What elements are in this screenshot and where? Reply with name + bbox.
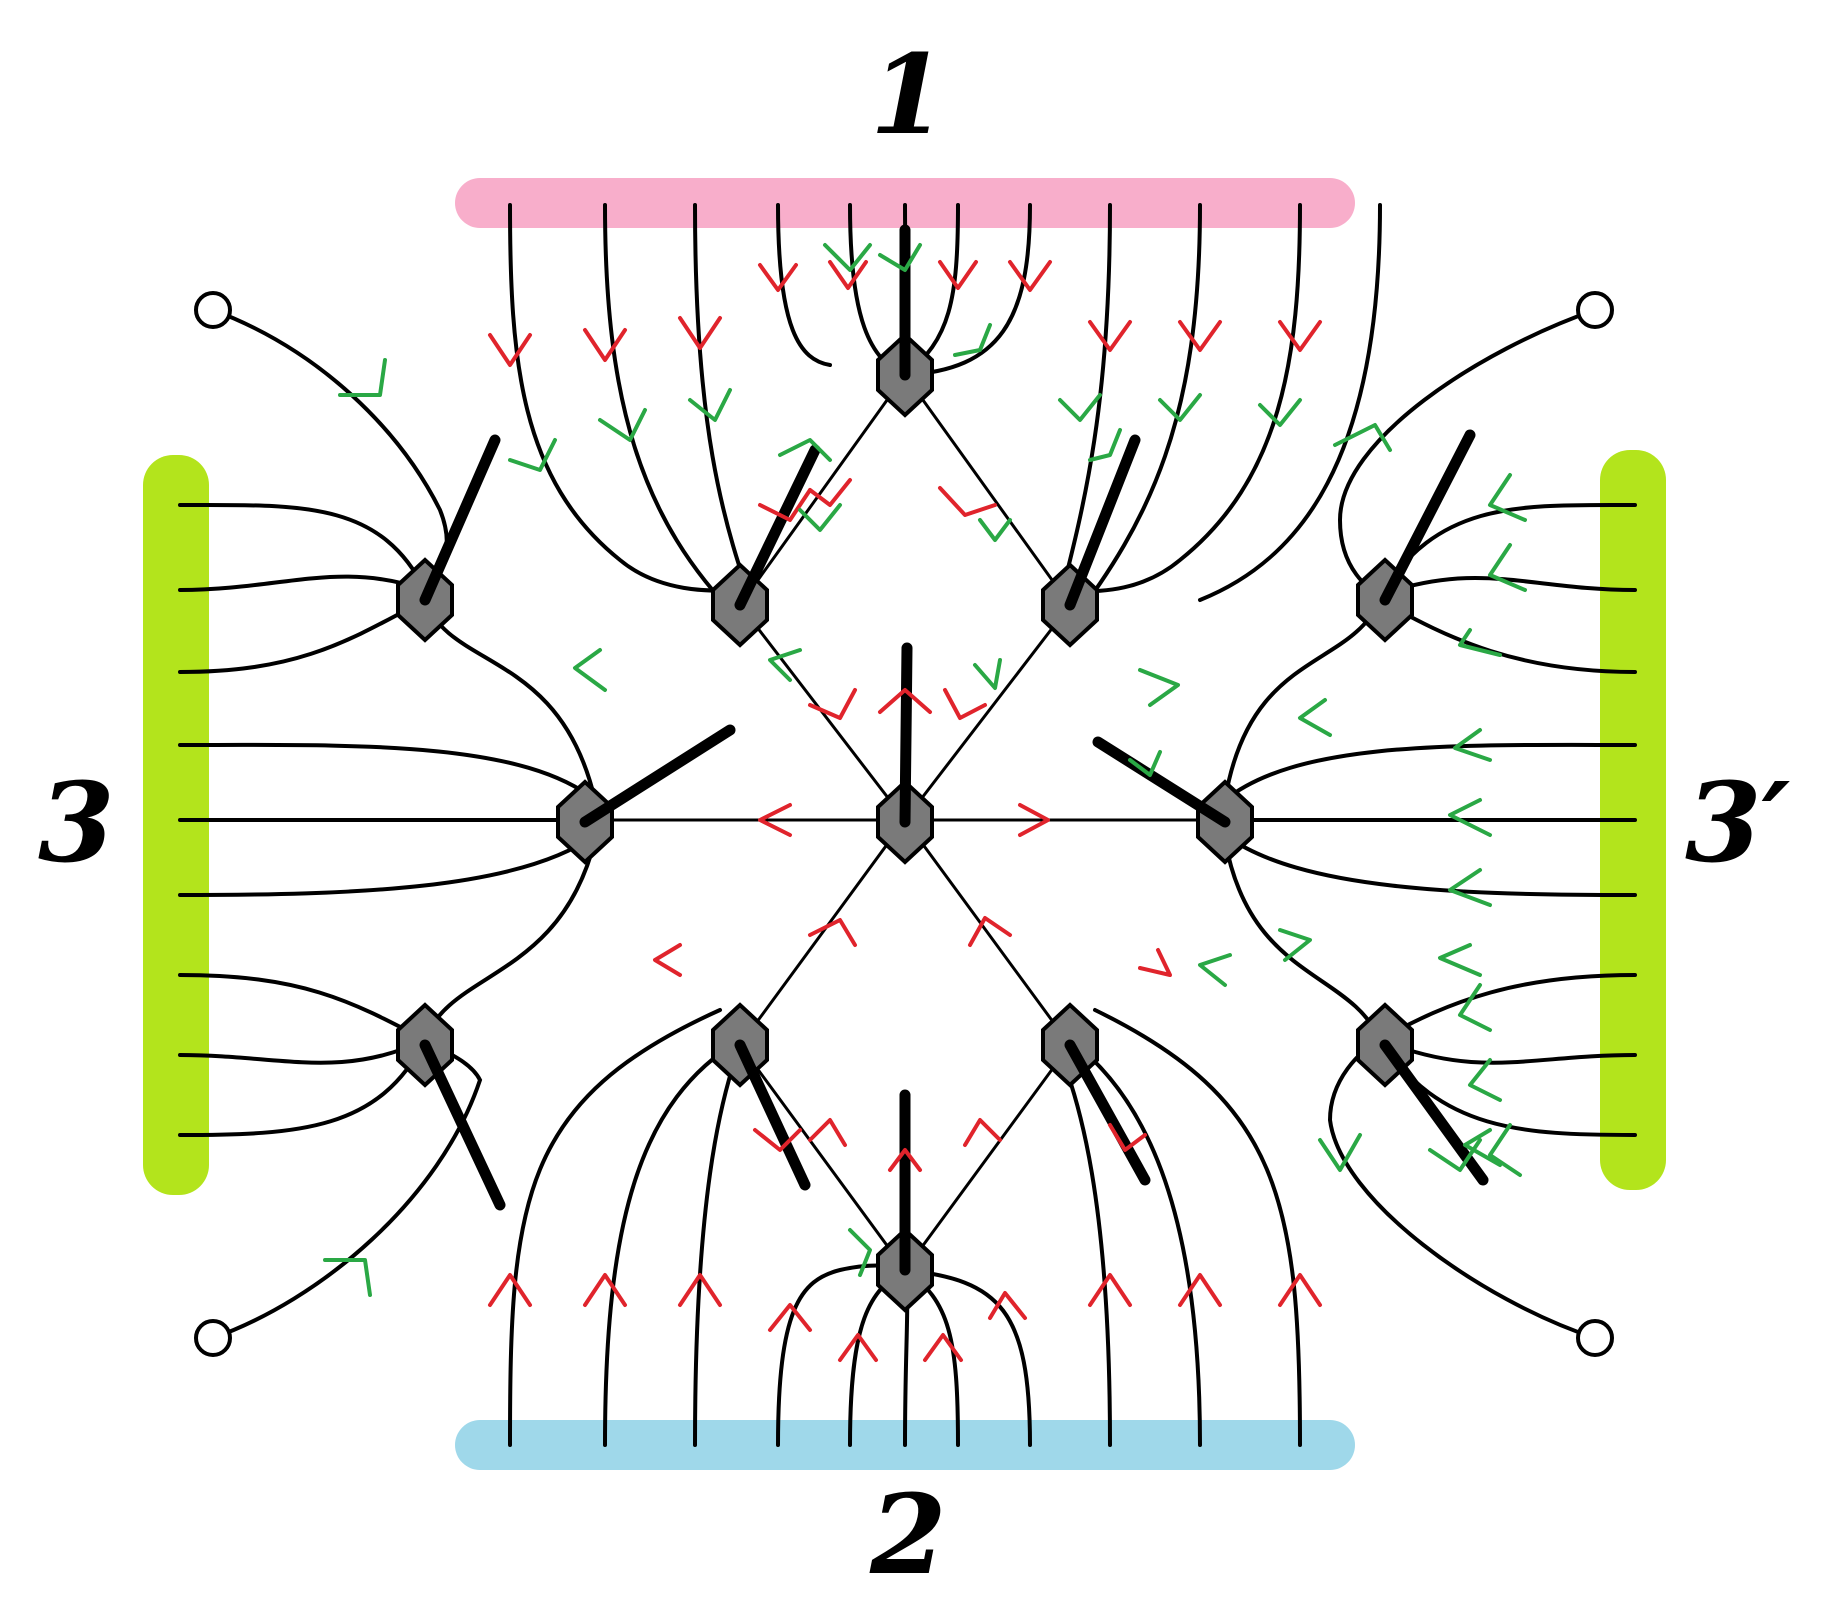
terminal-bottom-right [1576,1319,1614,1357]
reservoir-label-2: 2 [870,1470,947,1599]
needles [419,224,1489,1276]
reservoir-label-1: 1 [870,30,947,159]
reservoir-label-3: 3 [38,758,115,887]
terminal-top-right [1576,291,1614,329]
green-arrows [323,243,1527,1297]
terminals [194,291,1614,1357]
terminal-bottom-left [194,1319,232,1357]
red-arrows [488,260,1322,1362]
terminal-top-left [194,291,232,329]
reservoir-3-left [143,455,209,1195]
reservoir-label-3-prime: 3′ [1685,758,1791,887]
lattice-lines [595,374,1225,1271]
